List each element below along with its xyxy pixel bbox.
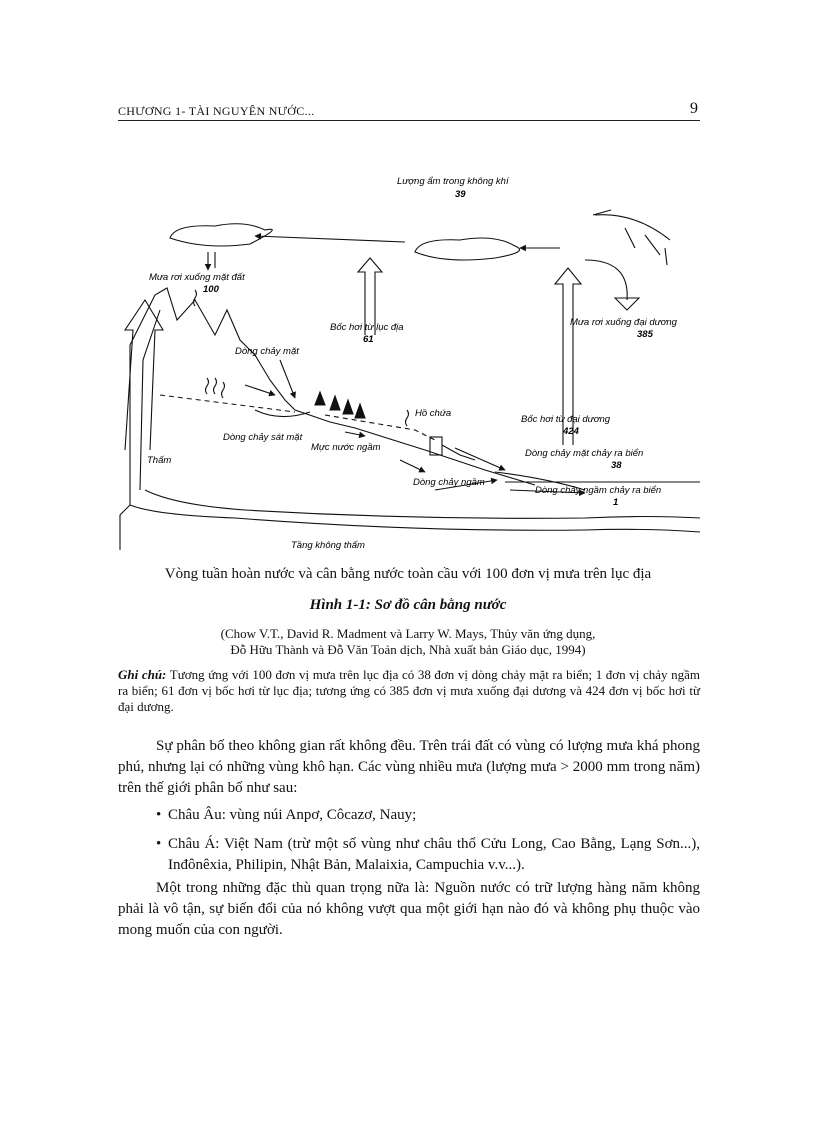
list-item-text: Châu Á: Việt Nam (trừ một số vùng như ch…: [168, 836, 700, 873]
list-item-text: Châu Âu: vùng núi Anpơ, Côcazơ, Nauy;: [168, 807, 416, 823]
label-impermeable: Tầng không thấm: [291, 540, 365, 551]
list-item: • Châu Á: Việt Nam (trừ một số vùng như …: [118, 834, 700, 876]
page-header: CHƯƠNG 1- TÀI NGUYÊN NƯỚC... 9: [118, 100, 700, 121]
label-groundwater-flow: Dòng chảy ngầm: [413, 477, 485, 488]
label-atmosphere: Lượng ẩm trong không khí: [397, 176, 510, 187]
value-atmosphere: 39: [455, 189, 466, 200]
cloud-left: [170, 224, 272, 246]
figure-caption: Vòng tuần hoàn nước và cân bằng nước toà…: [0, 566, 816, 583]
label-evap-ocean: Bốc hơi từ đại dương: [521, 414, 611, 425]
body-paragraph-2: Một trong những đặc thù quan trọng nữa l…: [118, 878, 700, 941]
label-subsurface-flow: Dòng chảy sát mặt: [223, 432, 303, 443]
list-item: • Châu Âu: vùng núi Anpơ, Côcazơ, Nauy;: [118, 805, 700, 826]
value-rain-ocean: 385: [637, 329, 654, 340]
figure-note: Ghi chú: Tương ứng với 100 đơn vị mưa tr…: [118, 667, 700, 715]
bullet-list: • Châu Âu: vùng núi Anpơ, Côcazơ, Nauy; …: [118, 805, 700, 884]
bullet-icon: •: [156, 834, 161, 855]
label-surface-flow: Dòng chảy mặt: [235, 346, 299, 357]
value-evap-land: 61: [363, 334, 374, 345]
chapter-title: CHƯƠNG 1- TÀI NGUYÊN NƯỚC...: [118, 104, 314, 119]
water-cycle-figure: Lượng ẩm trong không khí 39 Mưa rơi xuốn…: [115, 160, 705, 555]
mountain: [130, 288, 535, 505]
body-paragraph-1: Sự phân bố theo không gian rất không đều…: [118, 736, 700, 799]
label-groundwater-to-sea: Dòng chảy ngầm chảy ra biển: [535, 485, 661, 496]
source-line-2: Đỗ Hữu Thành và Đỗ Văn Toản dịch, Nhà xu…: [0, 642, 816, 658]
cloud-right: [415, 238, 520, 260]
page-number: 9: [690, 100, 698, 118]
value-groundwater-to-sea: 1: [613, 497, 618, 508]
label-rain-land: Mưa rơi xuống mặt đất: [149, 272, 245, 283]
note-label: Ghi chú:: [118, 667, 166, 682]
value-surface-to-sea: 38: [611, 460, 622, 471]
label-reservoir: Hồ chứa: [415, 408, 451, 419]
label-rain-ocean: Mưa rơi xuống đại dương: [570, 317, 678, 328]
water-cycle-diagram: Lượng ẩm trong không khí 39 Mưa rơi xuốn…: [115, 160, 705, 555]
label-surface-to-sea: Dòng chảy mặt chảy ra biển: [525, 448, 643, 459]
source-line-1: (Chow V.T., David R. Madment và Larry W.…: [0, 626, 816, 642]
label-evap-land: Bốc hơi từ lục địa: [330, 322, 404, 333]
label-water-table: Mực nước ngầm: [311, 442, 381, 453]
impermeable-layer: [130, 505, 700, 532]
figure-title: Hình 1-1: Sơ đồ cân bằng nước: [0, 597, 816, 614]
bullet-icon: •: [156, 805, 161, 826]
note-text: Tương ứng với 100 đơn vị mưa trên lục đị…: [118, 667, 700, 714]
value-rain-land: 100: [203, 284, 220, 295]
figure-source: (Chow V.T., David R. Madment và Larry W.…: [0, 626, 816, 658]
value-evap-ocean: 424: [562, 426, 580, 437]
label-infiltration: Thấm: [147, 455, 171, 466]
